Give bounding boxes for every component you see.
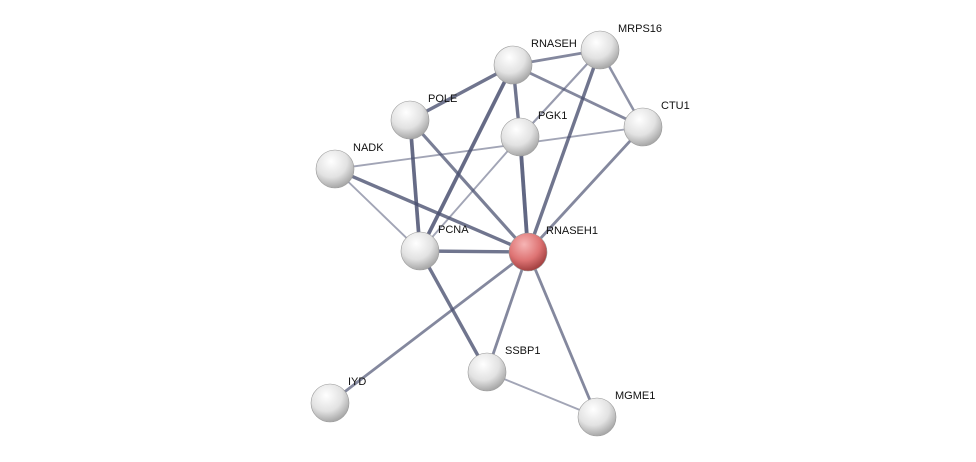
node-label: MGME1 <box>615 390 655 402</box>
edge-rnaseh2-ctu1[interactable] <box>512 63 644 129</box>
node-sphere[interactable] <box>580 30 620 70</box>
edge-ctu1-rnaseh1[interactable] <box>526 126 645 253</box>
node-sphere[interactable] <box>315 149 355 189</box>
edge-ssbp1-mgme1[interactable] <box>486 371 598 418</box>
node-ctu1[interactable]: CTU1 <box>623 100 690 147</box>
node-pcna[interactable]: PCNA <box>400 224 469 271</box>
edge-nadk-rnaseh1[interactable] <box>334 167 529 254</box>
edge-rnaseh1-mgme1[interactable] <box>526 251 599 418</box>
node-label: RNASEH1 <box>546 225 598 237</box>
node-sphere[interactable] <box>467 352 507 392</box>
edge-mrps16-pgk1[interactable] <box>519 49 601 138</box>
node-label: POLE <box>428 93 457 105</box>
edge-pgk1-pcna[interactable] <box>419 136 521 252</box>
node-label: SSBP1 <box>505 345 540 357</box>
node-sphere[interactable] <box>623 107 663 147</box>
edge-mrps16-rnaseh1[interactable] <box>526 49 602 253</box>
node-label: MRPS16 <box>618 23 662 35</box>
node-label: RNASEH <box>531 38 577 50</box>
edge-nadk-ctu1[interactable] <box>334 126 644 170</box>
node-sphere[interactable] <box>577 397 617 437</box>
node-sphere[interactable] <box>400 231 440 271</box>
node-sphere[interactable] <box>310 383 350 423</box>
node-label: PGK1 <box>538 110 567 122</box>
edge-rnaseh2-pcna[interactable] <box>418 64 515 252</box>
node-sphere[interactable] <box>390 100 430 140</box>
node-sphere[interactable] <box>493 45 533 85</box>
node-label: IYD <box>348 376 366 388</box>
node-mrps16[interactable]: MRPS16 <box>580 23 662 70</box>
node-pole[interactable]: POLE <box>390 93 457 140</box>
node-nadk[interactable]: NADK <box>315 142 384 189</box>
edge-pole-pcna[interactable] <box>408 119 422 252</box>
node-mgme1[interactable]: MGME1 <box>577 390 655 437</box>
node-rnaseh2[interactable]: RNASEH <box>493 38 577 85</box>
edge-rnaseh2-pole[interactable] <box>409 63 514 122</box>
node-label: PCNA <box>438 224 469 236</box>
node-iyd[interactable]: IYD <box>310 376 366 423</box>
edge-rnaseh1-ssbp1[interactable] <box>485 251 530 373</box>
edge-pole-rnaseh1[interactable] <box>408 118 530 254</box>
node-rnaseh1[interactable]: RNASEH1 <box>508 225 598 272</box>
edge-rnaseh1-iyd[interactable] <box>329 250 529 405</box>
node-ssbp1[interactable]: SSBP1 <box>467 345 540 392</box>
node-label: NADK <box>353 142 384 154</box>
node-sphere[interactable] <box>500 117 540 157</box>
edge-nadk-pcna[interactable] <box>334 168 421 252</box>
edge-pcna-ssbp1[interactable] <box>418 250 489 373</box>
node-label: CTU1 <box>661 100 690 112</box>
node-sphere[interactable] <box>508 232 548 272</box>
node-pgk1[interactable]: PGK1 <box>500 110 567 157</box>
